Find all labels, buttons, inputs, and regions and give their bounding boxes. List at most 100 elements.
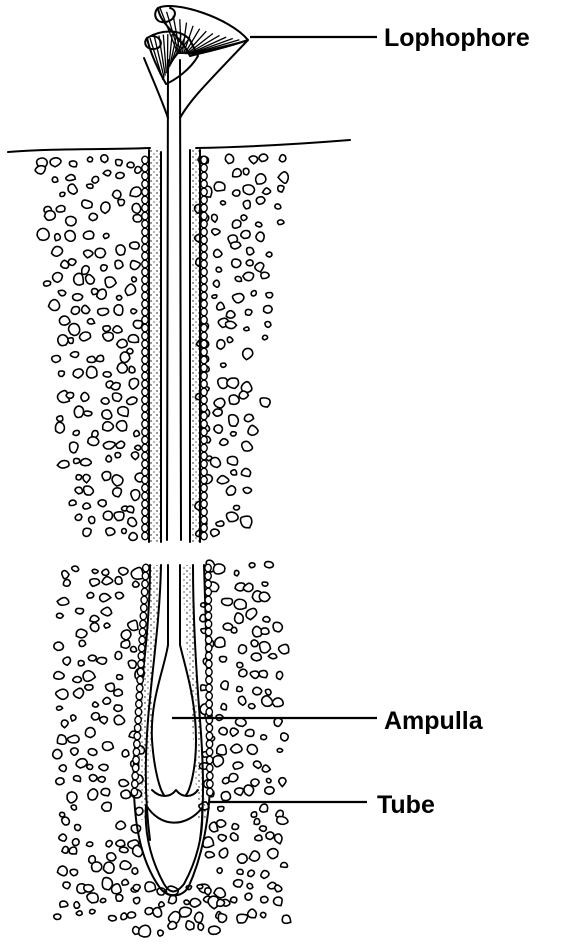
sediment-grain: [255, 835, 262, 841]
tube-wall-grain: [142, 420, 148, 428]
sediment-grain: [265, 689, 271, 695]
sediment-grain: [268, 849, 279, 859]
sediment-grain: [128, 620, 138, 630]
tube-wall-grain: [206, 732, 212, 740]
tube-wall-grain: [205, 572, 211, 580]
sediment-grain: [90, 615, 99, 622]
tube-wall-grain: [206, 668, 212, 676]
sediment-grain: [279, 644, 289, 653]
tube-wall-grain: [142, 340, 148, 348]
tube-wall-grain: [201, 244, 207, 252]
sediment-grain: [68, 259, 76, 266]
sediment-grain: [222, 598, 233, 605]
sediment-grain: [57, 598, 69, 606]
sediment-grain: [237, 686, 243, 691]
sediment-grain: [214, 425, 222, 433]
sediment-grain: [74, 406, 83, 417]
sediment-grain: [63, 657, 71, 665]
sediment-grain: [277, 220, 283, 225]
sediment-grain: [129, 533, 137, 541]
tube-wall-grain: [142, 492, 148, 500]
sediment-grain: [179, 907, 191, 917]
sediment-grain: [231, 242, 241, 249]
sediment-grain: [71, 307, 79, 315]
sediment-grain: [70, 442, 78, 453]
sediment-grain: [68, 184, 77, 194]
sediment-grain: [84, 885, 94, 892]
tube-wall-grain: [142, 516, 148, 524]
sediment-grain: [62, 846, 68, 853]
tube-wall-grain: [142, 532, 148, 540]
sediment-grain: [100, 717, 108, 724]
sediment-grain: [229, 415, 239, 426]
sediment-grain: [117, 363, 127, 373]
sediment-grain: [116, 421, 126, 431]
sediment-grain: [60, 192, 65, 196]
sediment-grain: [127, 348, 133, 353]
tube-wall-grain: [142, 292, 148, 300]
tube-wall-grain: [142, 220, 148, 228]
tube-wall-grain: [206, 748, 212, 756]
sediment-grain: [239, 645, 247, 654]
tube-wall-grain: [201, 260, 207, 268]
sediment-grain: [116, 441, 125, 448]
tube-wall-grain: [201, 484, 207, 492]
sediment-grain: [119, 847, 128, 853]
sediment-grain: [59, 765, 66, 772]
tube-wall-grain: [207, 780, 213, 788]
sediment-grain: [213, 564, 224, 574]
sediment-grain: [246, 260, 253, 266]
sediment-grain: [91, 713, 99, 720]
sediment-grain: [85, 685, 93, 690]
sediment-grain: [256, 232, 264, 242]
sediment-grain: [225, 154, 233, 163]
tube-wall-grain: [142, 156, 148, 164]
sediment-grain: [130, 261, 140, 270]
sediment-grain: [61, 720, 68, 728]
sediment-grain: [68, 735, 80, 743]
sediment-grain: [102, 577, 113, 585]
sediment-grain: [218, 835, 226, 842]
sediment-grain: [60, 812, 65, 817]
sediment-grain: [54, 642, 64, 650]
sediment-grain: [86, 366, 96, 378]
sediment-grain: [116, 895, 123, 902]
tube-wall-grain: [142, 412, 148, 420]
sediment-grain: [220, 201, 225, 205]
sediment-grain: [98, 500, 106, 507]
tube-wall-grain: [142, 428, 148, 436]
sediment-grain: [232, 220, 241, 228]
tube-wall-grain: [201, 500, 207, 508]
tube-wall-grain: [141, 604, 147, 612]
sediment-grain: [248, 909, 257, 918]
sediment-grain: [116, 821, 126, 829]
sediment-grain: [66, 216, 76, 225]
sediment-grain: [69, 847, 77, 854]
sediment-grain: [97, 289, 107, 299]
tube-wall-grain: [205, 636, 211, 644]
sediment-grain: [87, 893, 98, 903]
sediment-grain: [103, 697, 111, 704]
tube-wall-grain: [201, 428, 207, 436]
sediment-grain: [84, 250, 93, 258]
sediment-grain: [63, 579, 70, 586]
tube-wall-grain: [201, 524, 207, 532]
sediment-grain: [121, 640, 130, 648]
sediment-grain: [239, 669, 247, 677]
sediment-grain: [235, 788, 244, 795]
sediment-grain: [275, 885, 282, 892]
tube-wall-grain: [142, 324, 148, 332]
tube-wall-grain: [201, 404, 207, 412]
sediment-grain: [234, 570, 239, 576]
sediment-grain: [62, 817, 70, 825]
sediment-grain: [87, 184, 93, 188]
sediment-grain: [116, 245, 125, 255]
sediment-grain: [117, 339, 128, 347]
sediment-grain: [214, 398, 225, 408]
tube-wall-grain: [201, 316, 207, 324]
sediment-grain: [113, 326, 122, 333]
sediment-grain: [212, 295, 217, 299]
tube-wall-grain: [142, 404, 148, 412]
sediment-grain: [221, 792, 230, 801]
sediment-grain: [240, 516, 251, 528]
